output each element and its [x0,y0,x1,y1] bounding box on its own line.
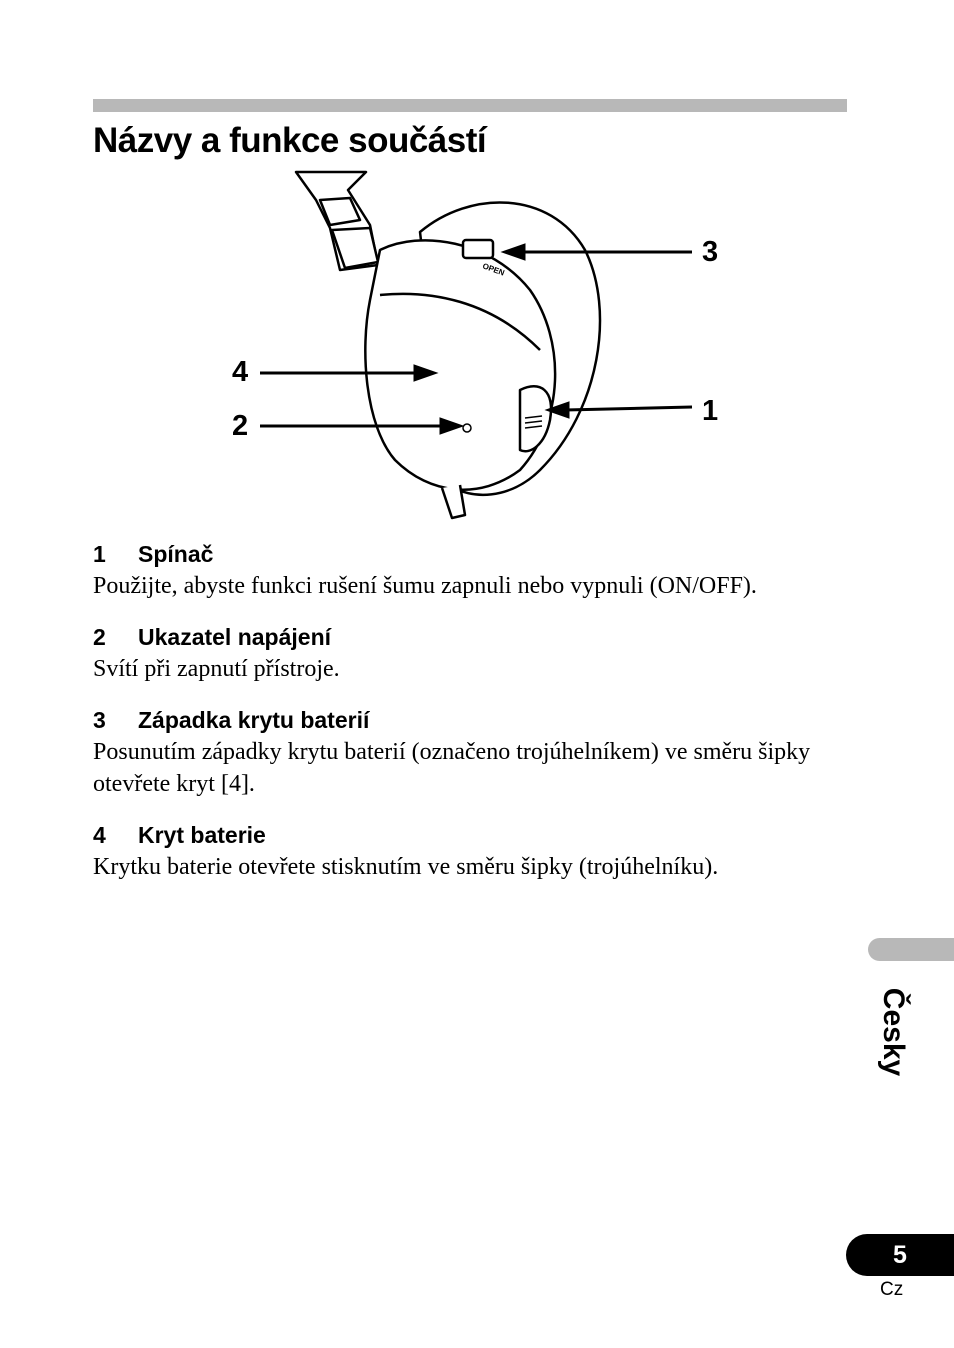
headband-slider [318,196,362,227]
part-description: Použijte, abyste funkci rušení šumu zapn… [93,573,757,599]
part-description: Posunutím západky krytu baterií (označen… [93,739,811,797]
language-label: Česky [877,987,910,1077]
battery-latch [461,238,495,260]
parts-list: 1 Spínač Použijte, abyste funkci rušení … [93,538,863,902]
top-rule [93,99,847,112]
part-name: Západka krytu baterií [138,707,370,733]
part-heading: 2 Ukazatel napájení [93,621,863,653]
part-number: 4 [93,822,106,848]
page-number: 5 [846,1234,954,1276]
part-number: 2 [93,624,106,650]
page-language-code: Cz [880,1279,904,1300]
part-name: Ukazatel napájení [138,624,332,650]
language-tab [868,938,954,961]
headphone-figure: OPEN 3 4 2 1 [220,170,740,525]
callout-1: 1 [702,395,719,427]
part-name: Spínač [138,541,214,567]
callout-4: 4 [232,356,249,388]
callout-2: 2 [232,410,249,442]
part-number: 1 [93,541,106,567]
part-item: 3 Západka krytu baterií Posunutím západk… [93,704,863,800]
part-heading: 1 Spínač [93,538,863,570]
cable [440,484,467,520]
page-title: Názvy a funkce součástí [93,121,487,160]
part-item: 1 Spínač Použijte, abyste funkci rušení … [93,538,863,602]
power-indicator [462,423,472,433]
part-item: 4 Kryt baterie Krytku baterie otevřete s… [93,819,863,883]
battery-cover-seam [379,292,541,351]
part-name: Kryt baterie [138,822,266,848]
part-item: 2 Ukazatel napájení Svítí při zapnutí př… [93,621,863,685]
part-number: 3 [93,707,106,733]
part-heading: 3 Západka krytu baterií [93,704,863,736]
part-description: Krytku baterie otevřete stisknutím ve sm… [93,854,719,880]
part-heading: 4 Kryt baterie [93,819,863,851]
switch-housing [518,385,553,453]
callout-3: 3 [702,236,719,268]
part-description: Svítí při zapnutí přístroje. [93,656,340,682]
headphone-illustration: OPEN [260,170,693,520]
